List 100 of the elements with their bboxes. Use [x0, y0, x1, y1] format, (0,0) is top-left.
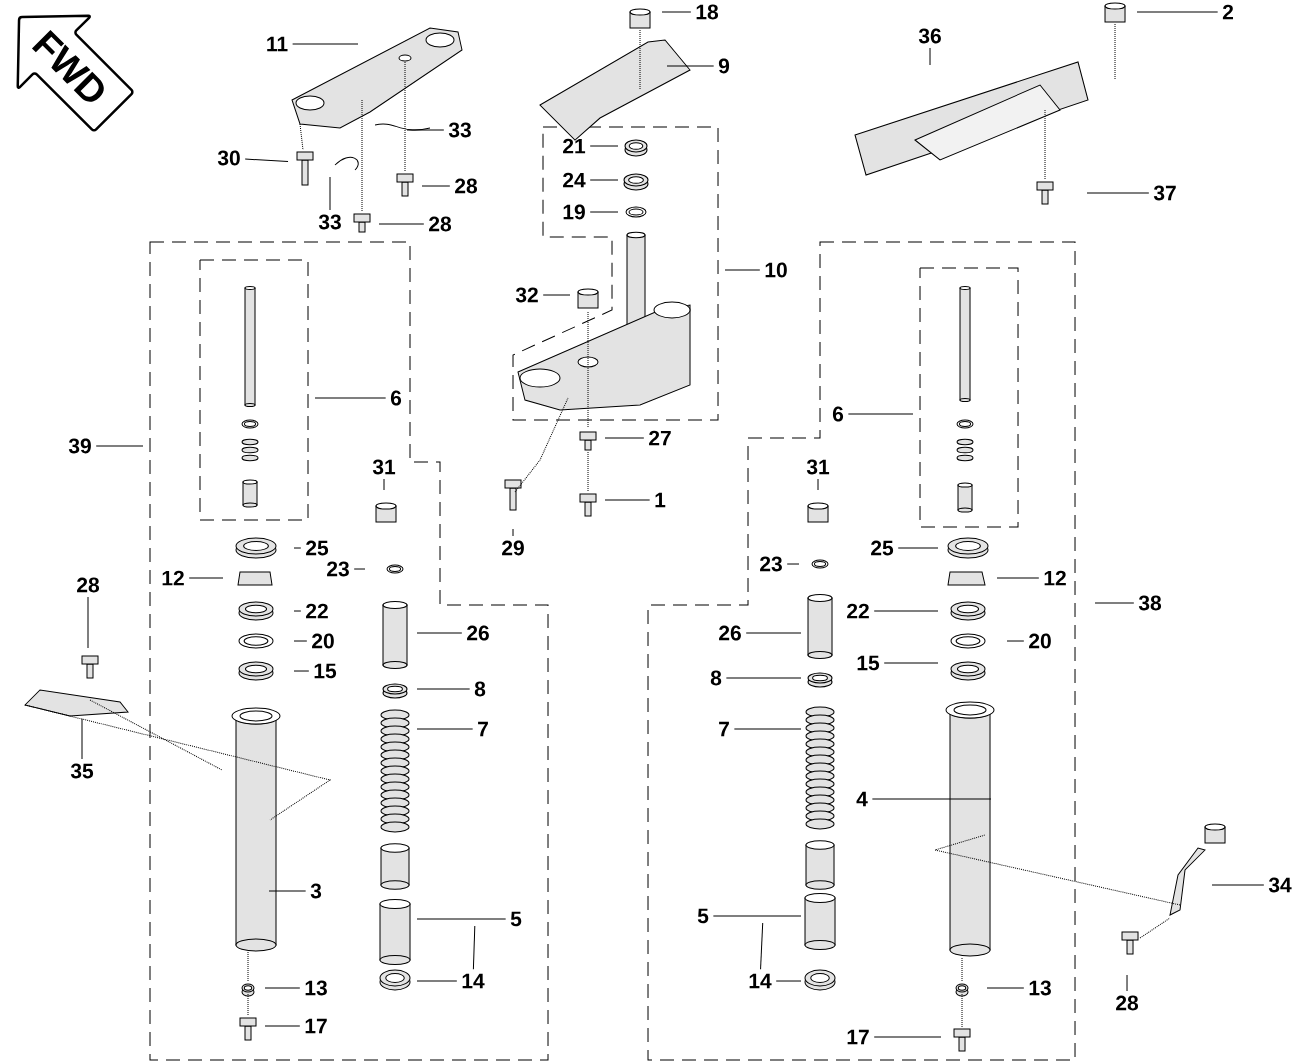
callout-number: 4 — [856, 791, 868, 807]
callout-number: 6 — [390, 390, 402, 406]
callout-number: 7 — [719, 721, 729, 737]
callout-number: 27 — [649, 430, 671, 446]
leader-line — [873, 610, 939, 612]
callout-number: 29 — [502, 540, 524, 556]
callout-number: 14 — [749, 973, 772, 989]
callout-number: 15 — [314, 663, 337, 679]
callout-number: 31 — [806, 459, 830, 475]
callout-number: 8 — [474, 681, 486, 697]
callout-number: 10 — [765, 262, 787, 278]
callout-number: 14 — [462, 973, 485, 989]
callout-number: 22 — [847, 603, 869, 619]
leader-line — [712, 915, 802, 917]
callout-number: 17 — [305, 1018, 327, 1034]
leader-line — [883, 662, 939, 664]
callout-number: 38 — [1138, 595, 1162, 611]
leader-line — [996, 577, 1040, 579]
callout-number: 32 — [515, 287, 538, 303]
callout-number: 23 — [760, 556, 782, 572]
callout-number: 26 — [467, 625, 489, 641]
callout-number: 25 — [306, 540, 329, 556]
callout-number: 28 — [1116, 995, 1139, 1011]
callout-number: 33 — [318, 214, 341, 230]
leader-line — [604, 499, 651, 501]
callout-number: 15 — [857, 655, 880, 671]
leader-line — [873, 1036, 942, 1038]
callout-number: 1 — [655, 492, 666, 508]
leader-line — [775, 980, 802, 982]
leader-line — [986, 987, 1025, 989]
callout-number: 28 — [429, 216, 452, 232]
callout-number: 5 — [510, 911, 522, 927]
leader-line — [661, 11, 692, 13]
callout-number: 12 — [1044, 570, 1066, 586]
callout-number: 20 — [312, 633, 334, 649]
leader-line — [847, 413, 914, 415]
callout-number: 20 — [1029, 633, 1051, 649]
leader-line — [1086, 192, 1150, 194]
callout-number: 13 — [305, 980, 327, 996]
leader-line — [383, 478, 385, 491]
leader-line — [188, 577, 224, 579]
leader-line — [589, 211, 619, 213]
callout-number: 8 — [710, 670, 722, 686]
leader-line — [1006, 640, 1025, 642]
leader-line — [292, 43, 359, 45]
leader-line — [293, 610, 302, 612]
callout-number: 2 — [1222, 4, 1233, 20]
leader-line — [416, 980, 458, 982]
callout-number: 11 — [267, 36, 288, 52]
callout-number: 22 — [306, 603, 328, 619]
leader-line — [1126, 974, 1128, 992]
callout-number: 36 — [918, 28, 941, 44]
callout-number: 21 — [563, 138, 586, 154]
callout-number: 24 — [563, 172, 586, 188]
callout-number: 18 — [696, 4, 719, 20]
leader-line — [329, 176, 331, 211]
leader-line — [604, 437, 645, 439]
callout-number: 5 — [697, 908, 709, 924]
callout-number: 25 — [871, 540, 894, 556]
leader-line — [264, 1025, 301, 1027]
leader-line — [760, 922, 764, 970]
leader-line — [666, 65, 715, 67]
callout-number: 34 — [1268, 877, 1292, 893]
leader-line — [293, 640, 308, 642]
leader-line — [293, 547, 302, 549]
callout-number: 17 — [847, 1029, 869, 1045]
callout-number: 7 — [478, 721, 488, 737]
leader-line — [589, 145, 619, 147]
leader-line — [264, 987, 301, 989]
leader-line — [1211, 884, 1265, 886]
leader-line — [871, 798, 992, 800]
callout-number: 6 — [832, 406, 844, 422]
leader-line — [897, 547, 939, 549]
leader-line — [745, 632, 802, 634]
callout-number: 9 — [718, 58, 730, 74]
callout-number: 31 — [372, 459, 396, 475]
leader-line — [472, 925, 476, 970]
leader-line — [416, 632, 463, 634]
leader-line — [542, 294, 571, 296]
leader-line — [589, 179, 619, 181]
callout-number: 39 — [68, 438, 91, 454]
leader-line — [81, 718, 83, 760]
leader-line — [353, 568, 366, 570]
leader-line — [1136, 11, 1219, 13]
leader-line — [416, 728, 474, 730]
callout-number: 13 — [1029, 980, 1051, 996]
leader-line — [314, 397, 387, 399]
callout-number: 30 — [217, 150, 240, 166]
leader-line — [725, 677, 802, 679]
leader-line — [733, 728, 802, 730]
leader-line — [416, 918, 507, 920]
leader-line — [512, 528, 514, 537]
callout-number: 26 — [719, 625, 741, 641]
leader-line — [378, 223, 425, 225]
leader-line — [95, 445, 144, 447]
leader-line — [416, 688, 471, 690]
leader-line — [87, 596, 89, 649]
callout-number: 28 — [455, 178, 478, 194]
callout-number: 28 — [77, 577, 100, 593]
leader-line — [817, 478, 819, 491]
